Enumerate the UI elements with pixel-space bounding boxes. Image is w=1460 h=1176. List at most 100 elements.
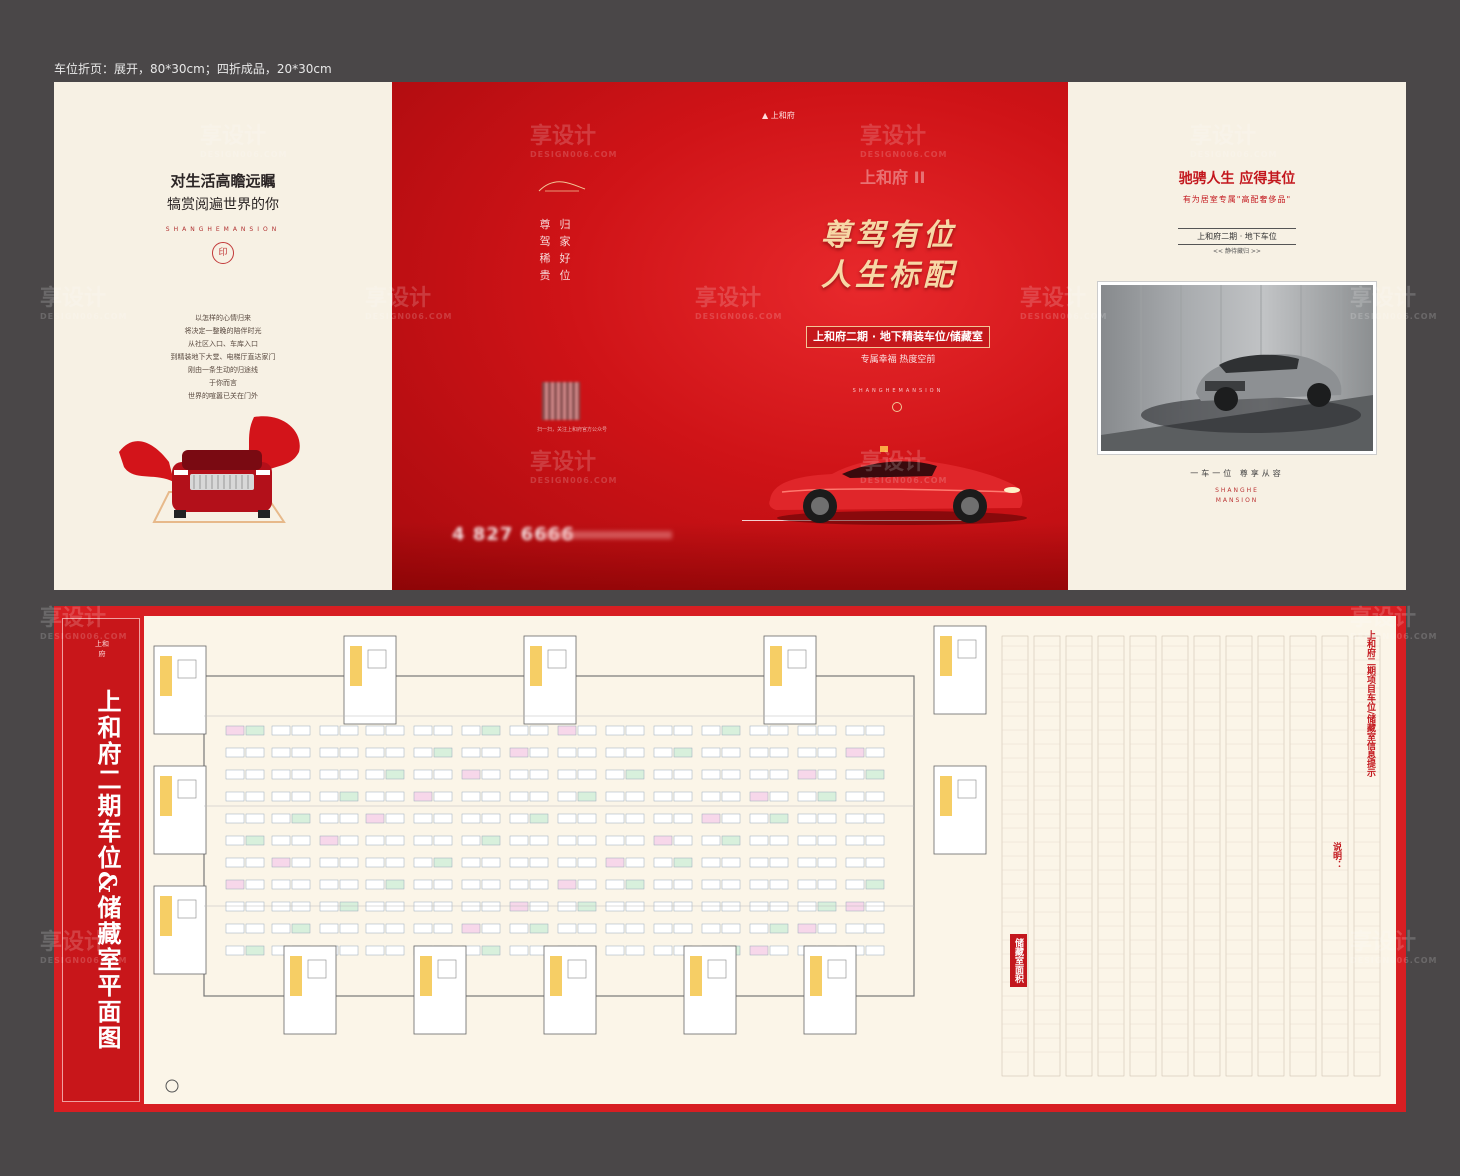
poem-line: 于你而言 bbox=[209, 379, 237, 387]
parking-stall bbox=[413, 769, 433, 780]
parking-stall bbox=[433, 747, 453, 758]
parking-stall bbox=[845, 813, 865, 824]
storage-room-highlight bbox=[290, 956, 302, 996]
parking-stall bbox=[797, 923, 817, 934]
parking-line bbox=[742, 520, 962, 521]
parking-stall bbox=[413, 835, 433, 846]
parking-stall bbox=[509, 835, 529, 846]
parking-stall bbox=[797, 769, 817, 780]
parking-stall bbox=[769, 857, 789, 868]
parking-stall bbox=[605, 725, 625, 736]
parking-stall bbox=[749, 813, 769, 824]
parking-stall bbox=[365, 747, 385, 758]
storage-room-highlight bbox=[530, 646, 542, 686]
parking-stall bbox=[509, 769, 529, 780]
parking-stall bbox=[749, 879, 769, 890]
elevator-room bbox=[707, 959, 727, 979]
right-panel: 驰骋人生 应得其位 有为居室专属"高配奢侈品" 上和府二期 · 地下车位 << … bbox=[1068, 82, 1406, 590]
elevator-room bbox=[177, 899, 197, 919]
parking-stall bbox=[291, 813, 311, 824]
parking-stall bbox=[845, 769, 865, 780]
parking-stall bbox=[413, 813, 433, 824]
parking-stall bbox=[577, 813, 597, 824]
elevator-room bbox=[547, 649, 567, 669]
parking-stall bbox=[653, 923, 673, 934]
poem-line: 将决定一整晚的陪伴时光 bbox=[184, 327, 262, 335]
parking-stall bbox=[225, 791, 245, 802]
parking-stall bbox=[749, 945, 769, 956]
parking-stall bbox=[529, 923, 549, 934]
parking-stall bbox=[865, 813, 885, 824]
parking-stall bbox=[529, 725, 549, 736]
parking-stall bbox=[245, 791, 265, 802]
parking-stall bbox=[721, 923, 741, 934]
parking-stall bbox=[797, 857, 817, 868]
parking-stall bbox=[245, 835, 265, 846]
parking-stall bbox=[291, 769, 311, 780]
parking-stall bbox=[817, 791, 837, 802]
parking-stall bbox=[245, 813, 265, 824]
parking-stall bbox=[291, 835, 311, 846]
right-slogan: 一车一位 尊享从容 bbox=[1190, 469, 1284, 478]
parking-stall bbox=[845, 835, 865, 846]
parking-stall bbox=[481, 835, 501, 846]
parking-stall bbox=[291, 879, 311, 890]
parking-stall bbox=[365, 835, 385, 846]
parking-stall bbox=[557, 747, 577, 758]
parking-stall bbox=[605, 857, 625, 868]
parking-stall bbox=[817, 813, 837, 824]
parking-stall bbox=[339, 791, 359, 802]
parking-stall bbox=[433, 857, 453, 868]
parking-stall bbox=[865, 879, 885, 890]
parking-stall bbox=[865, 857, 885, 868]
parking-stall bbox=[769, 747, 789, 758]
parking-stall bbox=[557, 791, 577, 802]
parking-stall bbox=[817, 747, 837, 758]
parking-stall bbox=[577, 791, 597, 802]
parking-stall bbox=[845, 747, 865, 758]
parking-stall bbox=[653, 747, 673, 758]
parking-stall bbox=[721, 857, 741, 868]
parking-stall bbox=[413, 857, 433, 868]
project-slogan: 专属幸福 热度空前 bbox=[860, 355, 936, 365]
brochure-front: 对生活高瞻远瞩 犒赏阅遍世界的你 SHANGHEMANSION 印 以怎样的心情… bbox=[54, 82, 1406, 590]
storage-room-highlight bbox=[160, 776, 172, 816]
qr-code[interactable] bbox=[542, 382, 580, 420]
parking-stall bbox=[413, 747, 433, 758]
vertical-text-left: 尊驾稀贵 bbox=[539, 218, 551, 282]
parking-floor-plan[interactable] bbox=[144, 616, 1396, 1104]
parking-stall bbox=[769, 769, 789, 780]
parking-stall bbox=[339, 879, 359, 890]
parking-stall bbox=[653, 901, 673, 912]
parking-stall bbox=[271, 747, 291, 758]
parking-stall bbox=[605, 945, 625, 956]
parking-stall bbox=[721, 835, 741, 846]
parking-stall bbox=[509, 791, 529, 802]
right-title: 驰骋人生 应得其位 bbox=[1178, 171, 1296, 187]
parking-stall bbox=[319, 769, 339, 780]
phone-number[interactable]: 4 827 6666 bbox=[452, 524, 575, 545]
parking-stall bbox=[461, 769, 481, 780]
parking-stall bbox=[701, 879, 721, 890]
parking-stall bbox=[291, 747, 311, 758]
elevator-room bbox=[567, 959, 587, 979]
parking-stall bbox=[433, 901, 453, 912]
parking-stall bbox=[481, 813, 501, 824]
caption: 车位折页：展开，80*30cm；四折成品，20*30cm bbox=[54, 62, 332, 76]
parking-stall bbox=[509, 923, 529, 934]
parking-stall bbox=[245, 747, 265, 758]
project-title-box: 上和府二期 · 地下精装车位/储藏室 bbox=[806, 326, 990, 348]
parking-stall bbox=[653, 813, 673, 824]
parking-stall bbox=[721, 813, 741, 824]
parking-stall bbox=[529, 813, 549, 824]
parking-stall bbox=[577, 923, 597, 934]
parking-stall bbox=[245, 857, 265, 868]
storage-room-highlight bbox=[550, 956, 562, 996]
parking-stall bbox=[769, 945, 789, 956]
parking-stall bbox=[749, 835, 769, 846]
garage-car-photo bbox=[1098, 282, 1376, 454]
parking-stall bbox=[339, 835, 359, 846]
parking-stall bbox=[721, 879, 741, 890]
floor-glow bbox=[392, 522, 1068, 590]
parking-stall bbox=[461, 813, 481, 824]
